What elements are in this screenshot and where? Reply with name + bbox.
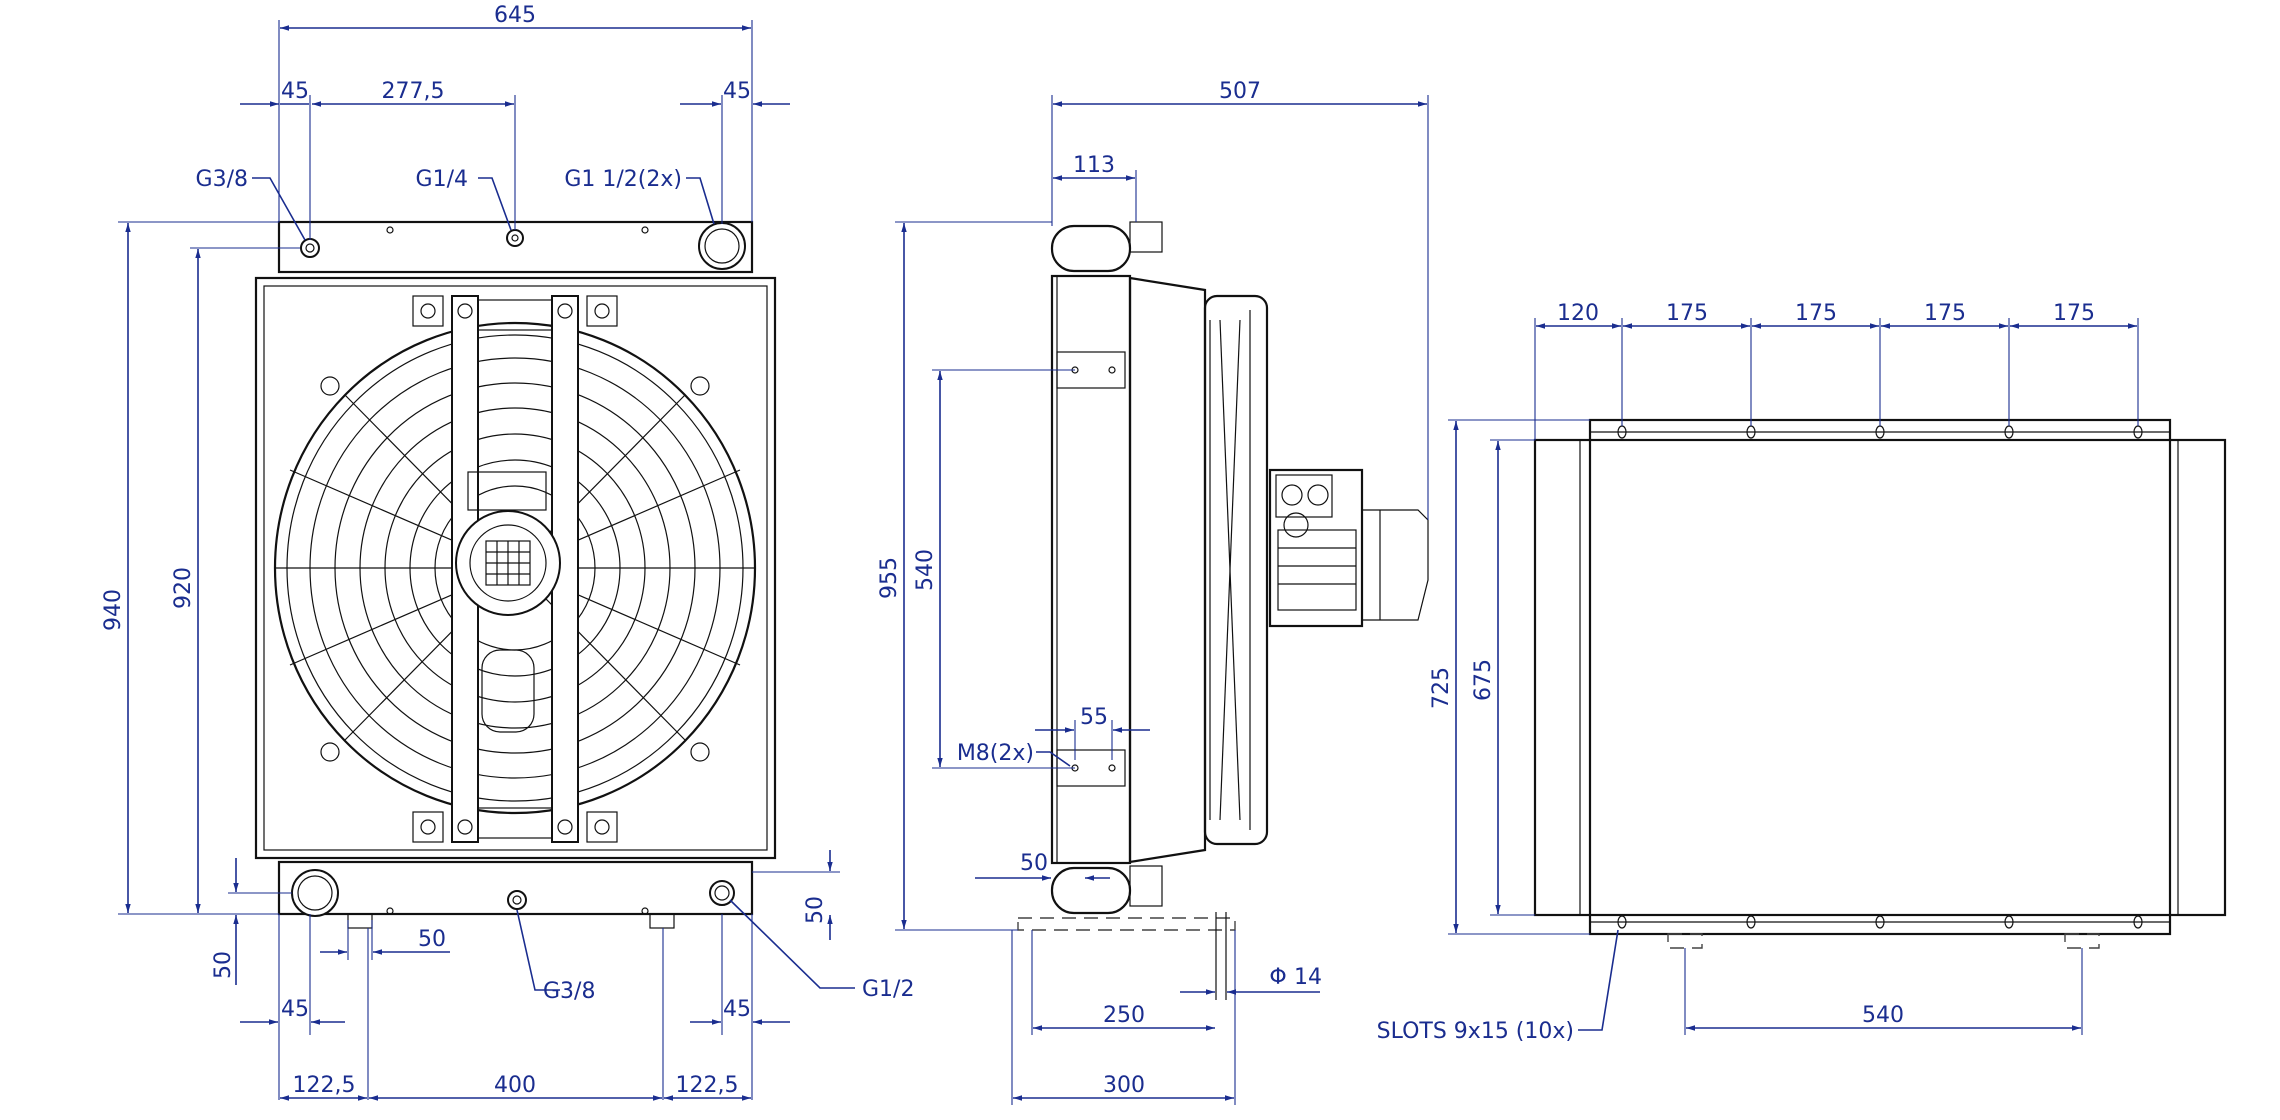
port-g38-bottom — [507, 890, 527, 910]
side-fan-ring — [1203, 294, 1269, 846]
dim-front-left-offset: 45 — [281, 79, 309, 104]
port-g14 — [506, 229, 524, 247]
side-top-tank — [1050, 224, 1132, 273]
dim-foot-left: 122,5 — [293, 1073, 356, 1098]
dim-side-mount-width: 55 — [1080, 705, 1108, 730]
front-core-frame — [254, 276, 777, 860]
front-view: 645 45 277,5 45 G3/8 G1/4 G1 1/2(2x) 940… — [101, 3, 914, 1101]
label-mount-thread: M8(2x) — [957, 741, 1034, 766]
side-view: 507 113 955 540 55 M8(2x) 50 Φ 14 — [877, 79, 1429, 1105]
dim-side-overall-depth: 507 — [1219, 79, 1261, 104]
port-g38-top — [300, 238, 320, 258]
dim-side-foot-inner: 250 — [1103, 1003, 1145, 1028]
corner-brackets — [412, 295, 618, 843]
side-core — [1050, 274, 1132, 865]
dim-front-core-height: 920 — [171, 567, 196, 609]
dim-top-height-outer: 725 — [1429, 667, 1454, 709]
dim-top-slot-pitch-1: 175 — [1666, 301, 1708, 326]
dim-top-slot-first: 120 — [1557, 301, 1599, 326]
dim-side-foot-outer: 300 — [1103, 1073, 1145, 1098]
side-bottom-tank — [1050, 866, 1132, 915]
port-g12 — [709, 880, 735, 906]
label-port-bottom: G3/8 — [543, 979, 595, 1004]
dim-top-foot-spacing: 540 — [1862, 1003, 1904, 1028]
side-fan-shroud — [1128, 276, 1207, 864]
dim-side-overall-height: 955 — [877, 557, 902, 599]
label-port-left: G3/8 — [196, 167, 248, 192]
dim-top-slot-pitch-2: 175 — [1795, 301, 1837, 326]
port-g112-top — [698, 222, 746, 270]
dim-top-slot-pitch-4: 175 — [2053, 301, 2095, 326]
top-view: 120 175 175 175 175 725 675 SLOTS 9x15 (… — [1377, 301, 2227, 1044]
label-port-bottom-right: G1/2 — [862, 977, 914, 1002]
fan-motor — [455, 471, 561, 733]
dim-side-top-depth: 113 — [1073, 153, 1115, 178]
label-slots: SLOTS 9x15 (10x) — [1377, 1019, 1574, 1044]
mounting-slots — [1617, 425, 2143, 929]
dim-top-height-inner: 675 — [1471, 659, 1496, 701]
dim-side-bottom-offset: 50 — [1020, 851, 1048, 876]
dim-front-bottom-height: 50 — [211, 951, 236, 979]
dim-front-center-offset: 277,5 — [382, 79, 445, 104]
dim-front-overall-height: 940 — [101, 589, 126, 631]
port-g112-bottom — [291, 869, 339, 917]
label-hole-symbol: Φ — [1269, 965, 1286, 990]
dim-front-bottom-right-height: 50 — [803, 896, 828, 924]
dim-front-bottom-inset: 50 — [418, 927, 446, 952]
dim-foot-left-offset: 45 — [281, 997, 309, 1022]
front-bottom-tank — [277, 860, 754, 916]
dim-side-mount-spacing: 540 — [913, 549, 938, 591]
dim-foot-right-offset: 45 — [723, 997, 751, 1022]
top-outer-frame — [1588, 418, 2172, 936]
dim-hole-diameter: 14 — [1294, 965, 1322, 990]
side-motor — [1268, 468, 1429, 628]
dim-front-right-offset: 45 — [723, 79, 751, 104]
dim-foot-spacing: 400 — [494, 1073, 536, 1098]
label-port-right: G1 1/2(2x) — [564, 167, 682, 192]
dim-foot-right: 122,5 — [676, 1073, 739, 1098]
dim-top-slot-pitch-3: 175 — [1924, 301, 1966, 326]
label-port-center: G1/4 — [416, 167, 468, 192]
top-body — [1533, 438, 2227, 917]
dim-front-overall-width: 645 — [494, 3, 536, 28]
